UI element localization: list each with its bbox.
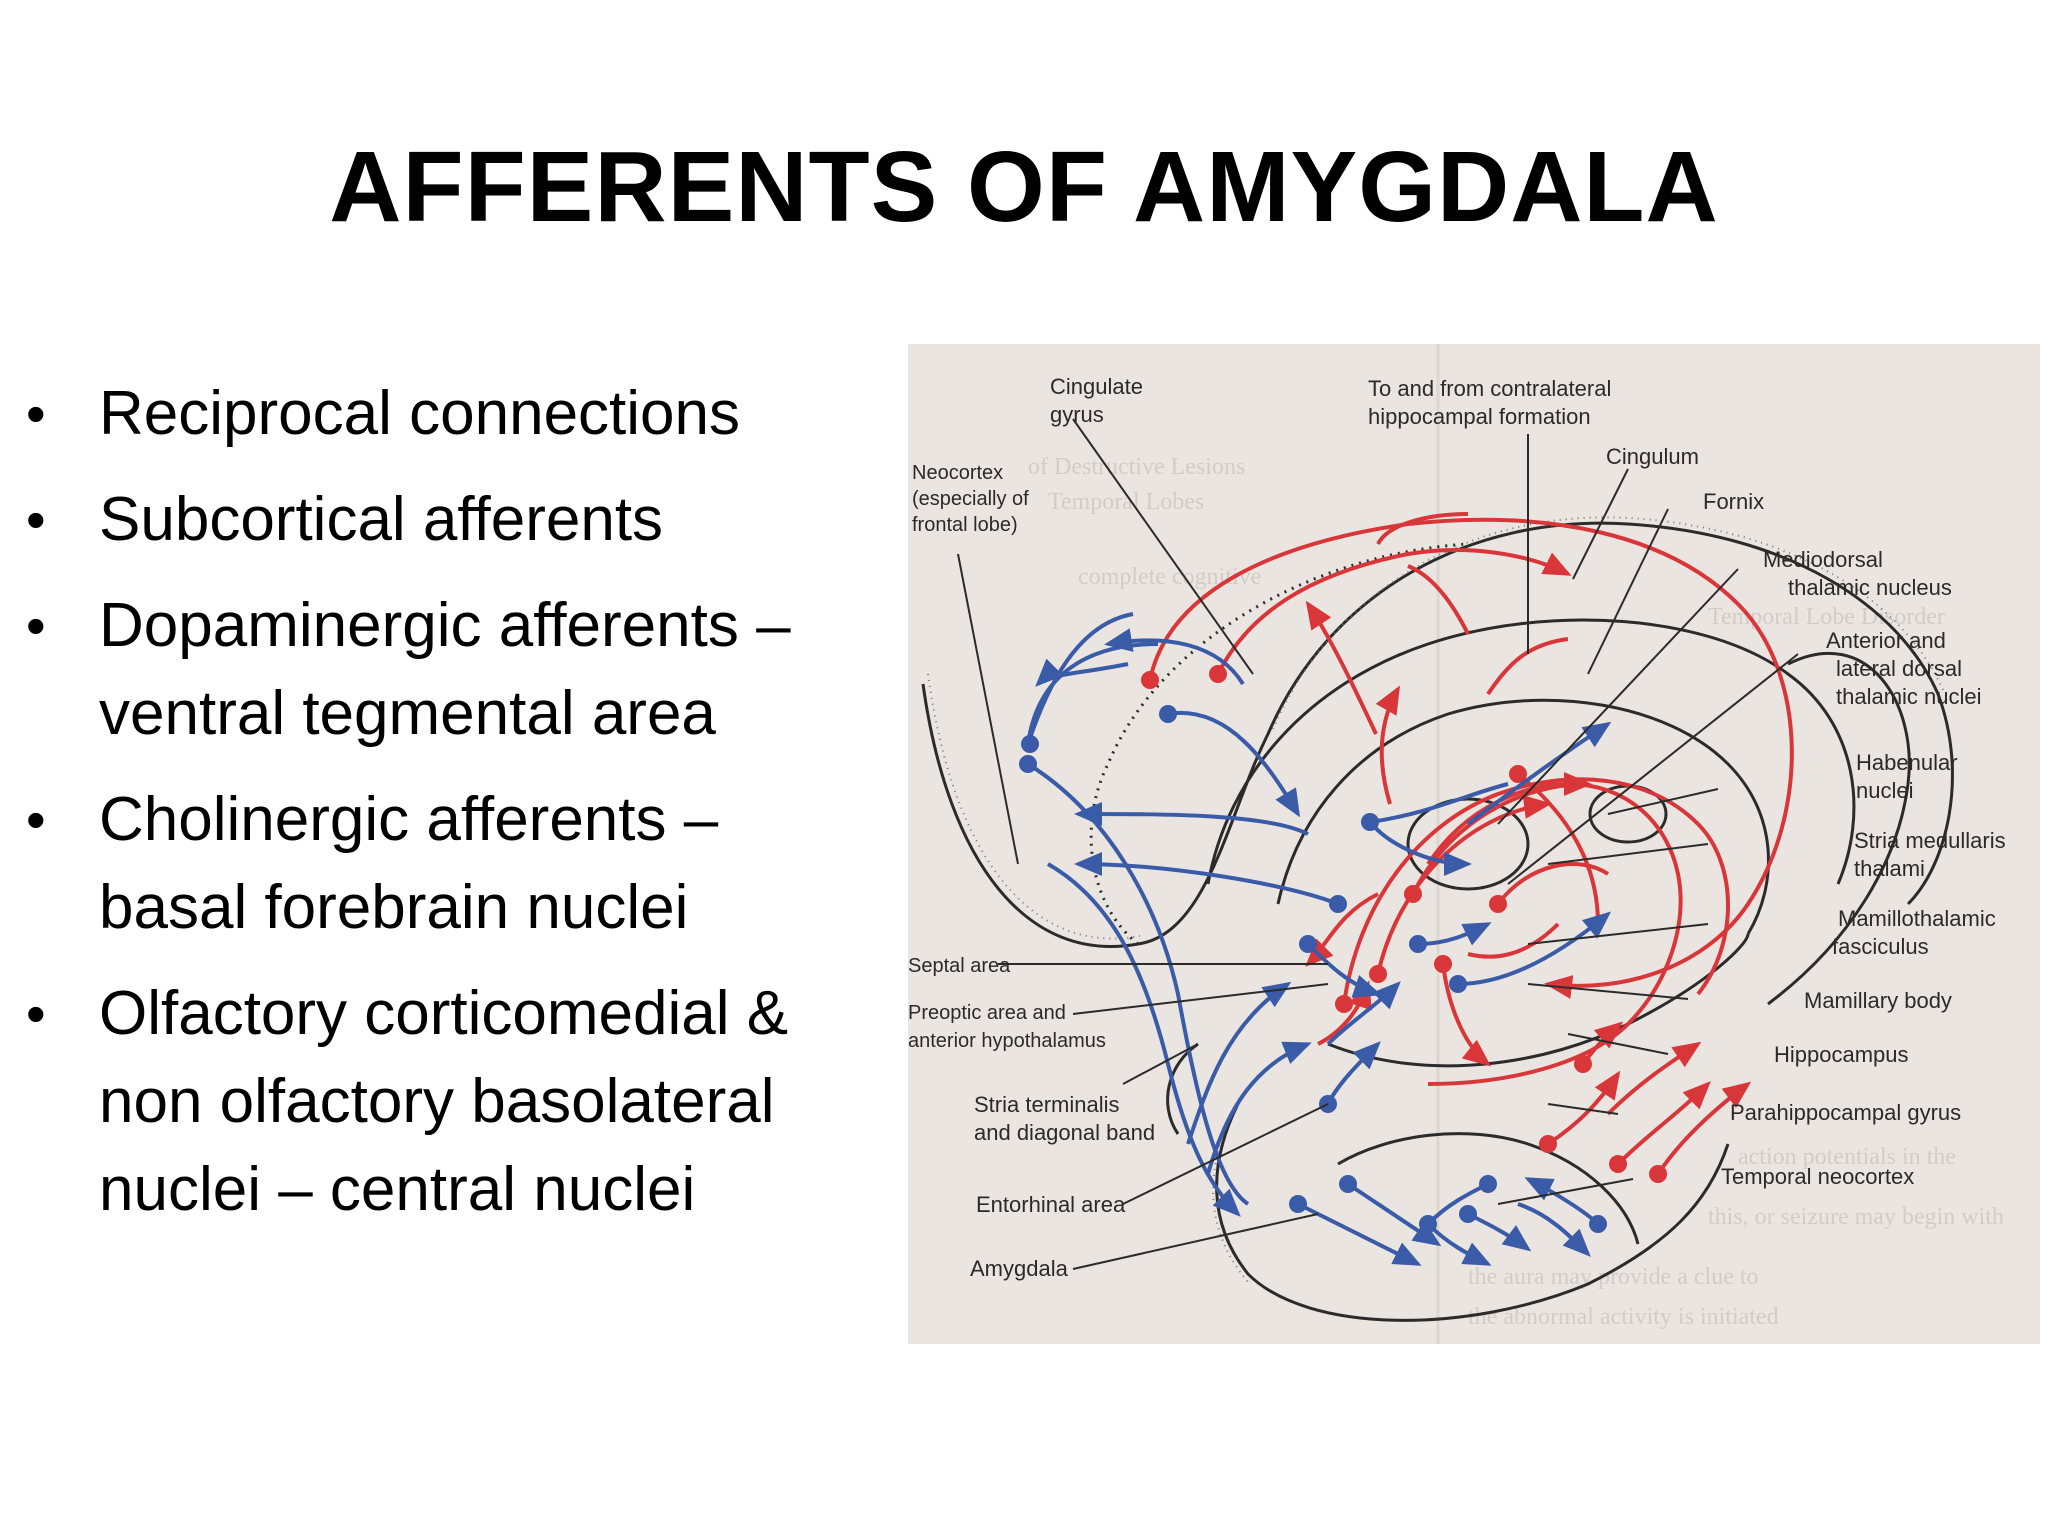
red-pathways bbox=[1148, 512, 1794, 1176]
diagram-labels: Cingulate gyrus To and from contralatera… bbox=[908, 374, 2012, 1281]
bullet-dot-icon: • bbox=[26, 594, 46, 657]
bullet-line: Cholinergic afferents – bbox=[99, 785, 719, 854]
leader-lines bbox=[957, 418, 1799, 1270]
red-dots bbox=[1141, 665, 1667, 1183]
slide-title: AFFERENTS OF AMYGDALA bbox=[329, 131, 1719, 243]
bullet-line: Dopaminergic afferents – bbox=[99, 591, 791, 660]
label-anterior-lateral-dorsal-thalamic-nuclei: Anterior and lateral dorsal thalamic nuc… bbox=[1826, 628, 1982, 709]
label-stria-terminalis: Stria terminalis and diagonal band bbox=[974, 1092, 1155, 1145]
bullet-item: • Dopaminergic afferents – ventral tegme… bbox=[24, 582, 904, 758]
label-cingulate-gyrus: Cingulate gyrus bbox=[1050, 374, 1149, 427]
bullet-line: non olfactory basolateral bbox=[99, 1067, 775, 1136]
svg-text:this, or seizure may begin wit: this, or seizure may begin with bbox=[1708, 1204, 2004, 1230]
limbic-diagram: of Destructive Lesions Temporal Lobes co… bbox=[908, 344, 2040, 1344]
bullet-item: • Subcortical afferents bbox=[24, 476, 904, 564]
bullet-line: Olfactory corticomedial & bbox=[99, 979, 789, 1048]
bullet-line: ventral tegmental area bbox=[99, 679, 716, 748]
bullet-line: nuclei – central nuclei bbox=[99, 1155, 696, 1224]
bullet-line: basal forebrain nuclei bbox=[99, 873, 689, 942]
label-mamillothalamic-fasciculus: Mamillothalamic fasciculus bbox=[1832, 906, 2002, 959]
brain-outlines bbox=[921, 521, 1954, 1322]
label-mamillary-body: Mamillary body bbox=[1804, 988, 1952, 1013]
label-fornix: Fornix bbox=[1703, 489, 1764, 514]
svg-text:action potentials in the: action potentials in the bbox=[1738, 1144, 1956, 1170]
label-temporal-neocortex: Temporal neocortex bbox=[1721, 1164, 1914, 1189]
bullet-line: Reciprocal connections bbox=[99, 379, 741, 448]
label-neocortex: Neocortex (especially of frontal lobe) bbox=[912, 462, 1034, 536]
blue-dots bbox=[1019, 705, 1607, 1233]
bullet-item: • Olfactory corticomedial & non olfactor… bbox=[24, 970, 904, 1234]
label-cingulum: Cingulum bbox=[1606, 444, 1699, 469]
bullet-item: • Cholinergic afferents – basal forebrai… bbox=[24, 776, 904, 952]
svg-text:the abnormal activity is initi: the abnormal activity is initiated bbox=[1468, 1304, 1779, 1330]
bullet-dot-icon: • bbox=[26, 788, 46, 851]
background-page-texture: of Destructive Lesions Temporal Lobes co… bbox=[1028, 344, 2004, 1344]
label-stria-medullaris-thalami: Stria medullaris thalami bbox=[1854, 828, 2012, 881]
bullet-dot-icon: • bbox=[26, 982, 46, 1045]
limbic-diagram-svg: of Destructive Lesions Temporal Lobes co… bbox=[908, 344, 2012, 1344]
stipple-shading bbox=[927, 516, 1945, 1283]
bullet-dot-icon: • bbox=[26, 488, 46, 551]
bullet-dot-icon: • bbox=[26, 382, 46, 445]
label-habenular-nuclei: Habenular nuclei bbox=[1856, 750, 1964, 803]
svg-text:the aura may provide a clue to: the aura may provide a clue to bbox=[1468, 1264, 1759, 1290]
bullet-line: Subcortical afferents bbox=[99, 485, 664, 554]
label-mediodorsal-thalamic-nucleus: Mediodorsal thalamic nucleus bbox=[1763, 547, 1952, 600]
svg-text:of Destructive Lesions: of Destructive Lesions bbox=[1028, 454, 1245, 480]
label-septal-area: Septal area bbox=[908, 955, 1011, 977]
label-hippocampus: Hippocampus bbox=[1774, 1042, 1909, 1067]
bullet-list: • Reciprocal connections • Subcortical a… bbox=[24, 370, 904, 1252]
label-preoptic-area: Preoptic area and anterior hypothalamus bbox=[908, 1002, 1106, 1052]
label-amygdala: Amygdala bbox=[970, 1256, 1069, 1281]
label-parahippocampal-gyrus: Parahippocampal gyrus bbox=[1730, 1100, 1961, 1125]
blue-pathways bbox=[1026, 612, 1612, 1266]
label-entorhinal-area: Entorhinal area bbox=[976, 1192, 1126, 1217]
bullet-item: • Reciprocal connections bbox=[24, 370, 904, 458]
label-contralateral-hippocampal-formation: To and from contralateral hippocampal fo… bbox=[1368, 376, 1617, 429]
